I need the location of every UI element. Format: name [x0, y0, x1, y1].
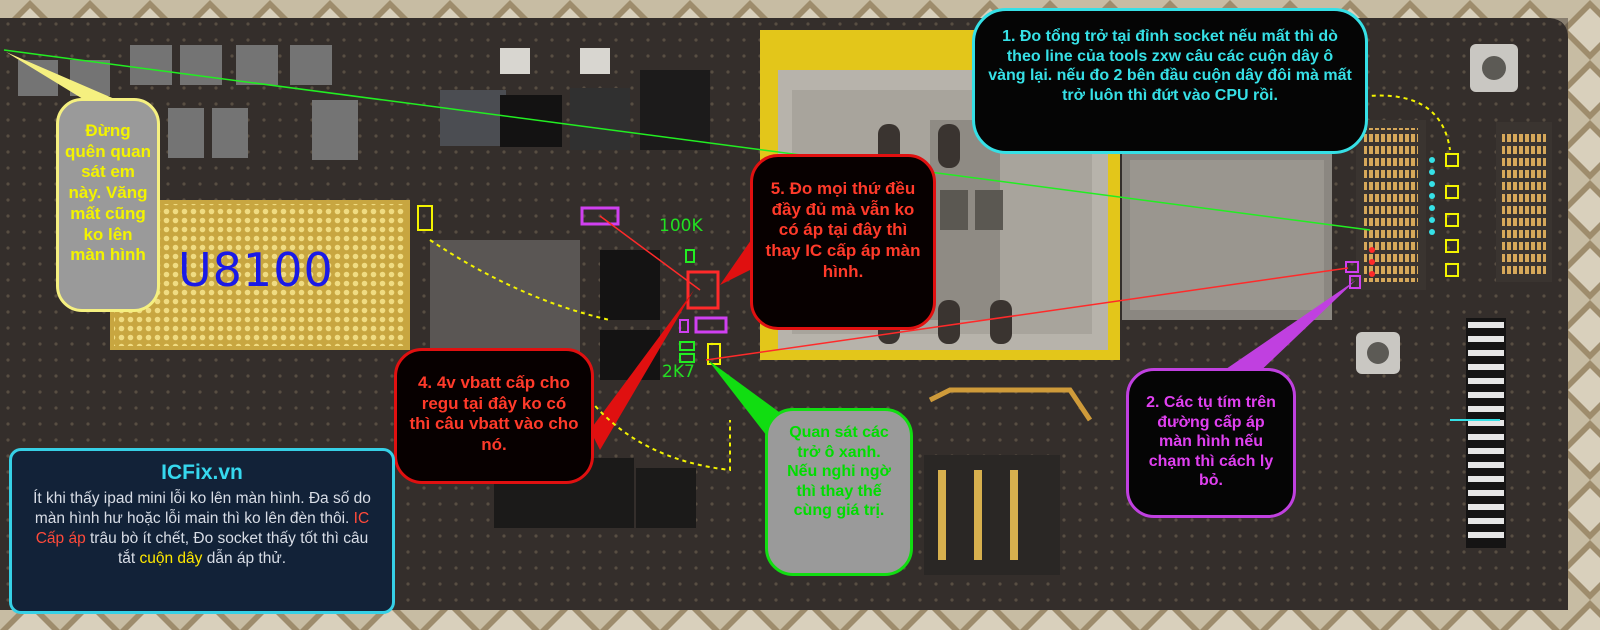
- chip-label-u8100: U8100: [178, 243, 334, 297]
- info-title: ICFix.vn: [161, 461, 243, 484]
- callout-step-5: 5. Đo mọi thứ đều đầy đủ mà vẫn ko có áp…: [750, 154, 936, 330]
- callout-yellow-note: Đừng quên quan sát em này. Văng mất cũng…: [56, 98, 160, 312]
- info-text-part-a: Ít khi thấy ipad mini lỗi ko lên màn hìn…: [33, 490, 371, 528]
- resistor-label-100k: 100K: [659, 216, 703, 236]
- resistor-label-2k7: 2K7: [662, 362, 695, 382]
- info-ic-highlight: IC Cấp áp: [35, 510, 370, 548]
- info-box: ICFix.vn Ít khi thấy ipad mini lỗi ko lê…: [9, 448, 395, 614]
- callout-step-4: 4. 4v vbatt cấp cho regu tại đây ko có t…: [394, 348, 594, 484]
- info-text: Ít khi thấy ipad mini lỗi ko lên màn hìn…: [26, 489, 378, 570]
- info-text-part-b: trâu bò ít chết, Đo socket thấy tốt thì …: [85, 530, 369, 568]
- callout-step-1: 1. Đo tổng trở tại đỉnh socket nếu mất t…: [972, 8, 1368, 154]
- callout-green-resistors: Quan sát các trở ô xanh. Nếu nghi ngờ th…: [765, 408, 913, 576]
- callout-step-2: 2. Các tụ tím trên đường cấp áp màn hình…: [1126, 368, 1296, 518]
- info-text-part-c: dẫn áp thử.: [202, 550, 287, 568]
- info-coil-highlight: cuộn dây: [139, 550, 203, 568]
